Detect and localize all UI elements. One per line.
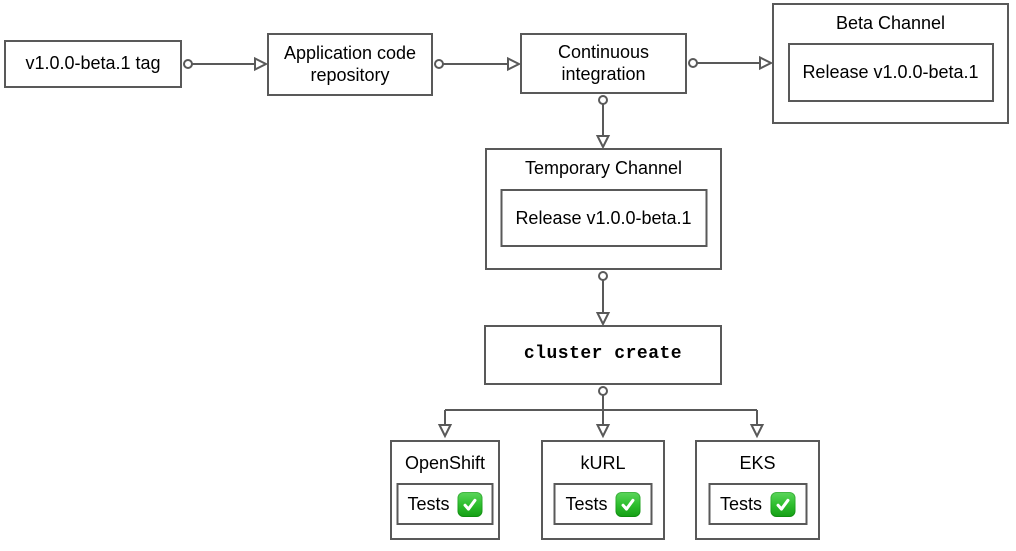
beta-channel-release-box: Release v1.0.0-beta.1 bbox=[787, 43, 994, 102]
temporary-channel-title: Temporary Channel bbox=[524, 158, 683, 178]
node-cluster-create: cluster create bbox=[484, 325, 722, 385]
edge-repo-to-ci bbox=[434, 56, 522, 72]
openshift-tests-box: Tests bbox=[396, 483, 494, 525]
eks-title: EKS bbox=[739, 453, 776, 473]
edge-cluster-create-to-platforms bbox=[437, 386, 765, 439]
beta-channel-release-label: Release v1.0.0-beta.1 bbox=[802, 62, 979, 82]
check-mark-icon bbox=[457, 491, 483, 517]
node-beta-channel: Beta Channel Release v1.0.0-beta.1 bbox=[772, 3, 1009, 124]
node-continuous-integration: Continuous integration bbox=[520, 33, 687, 94]
node-continuous-integration-label: Continuous integration bbox=[557, 41, 650, 84]
node-version-tag-label: v1.0.0-beta.1 tag bbox=[25, 53, 161, 74]
node-openshift: OpenShift Tests bbox=[390, 440, 500, 540]
node-application-code-repository-label: Application code repository bbox=[283, 42, 417, 85]
temporary-channel-release-box: Release v1.0.0-beta.1 bbox=[500, 189, 707, 247]
cluster-create-label: cluster create bbox=[523, 344, 683, 365]
node-eks: EKS Tests bbox=[695, 440, 820, 540]
kurl-tests-label: Tests bbox=[565, 493, 608, 514]
node-application-code-repository: Application code repository bbox=[267, 33, 433, 96]
edge-ci-to-temporary-channel bbox=[595, 95, 611, 150]
kurl-tests-box: Tests bbox=[553, 483, 653, 525]
node-version-tag: v1.0.0-beta.1 tag bbox=[4, 40, 182, 88]
openshift-title: OpenShift bbox=[404, 453, 486, 473]
temporary-channel-release-label: Release v1.0.0-beta.1 bbox=[515, 207, 692, 228]
eks-tests-label: Tests bbox=[719, 493, 762, 514]
node-temporary-channel: Temporary Channel Release v1.0.0-beta.1 bbox=[485, 148, 722, 270]
edge-tag-to-repo bbox=[183, 56, 269, 72]
openshift-tests-label: Tests bbox=[407, 493, 450, 514]
eks-tests-box: Tests bbox=[708, 483, 807, 525]
check-mark-icon bbox=[770, 491, 795, 517]
edge-ci-to-beta-channel bbox=[688, 55, 774, 71]
beta-channel-title: Beta Channel bbox=[835, 13, 946, 33]
check-mark-icon bbox=[615, 491, 641, 517]
kurl-title: kURL bbox=[580, 453, 626, 473]
edge-temporary-channel-to-cluster-create bbox=[595, 271, 611, 327]
node-kurl: kURL Tests bbox=[541, 440, 665, 540]
